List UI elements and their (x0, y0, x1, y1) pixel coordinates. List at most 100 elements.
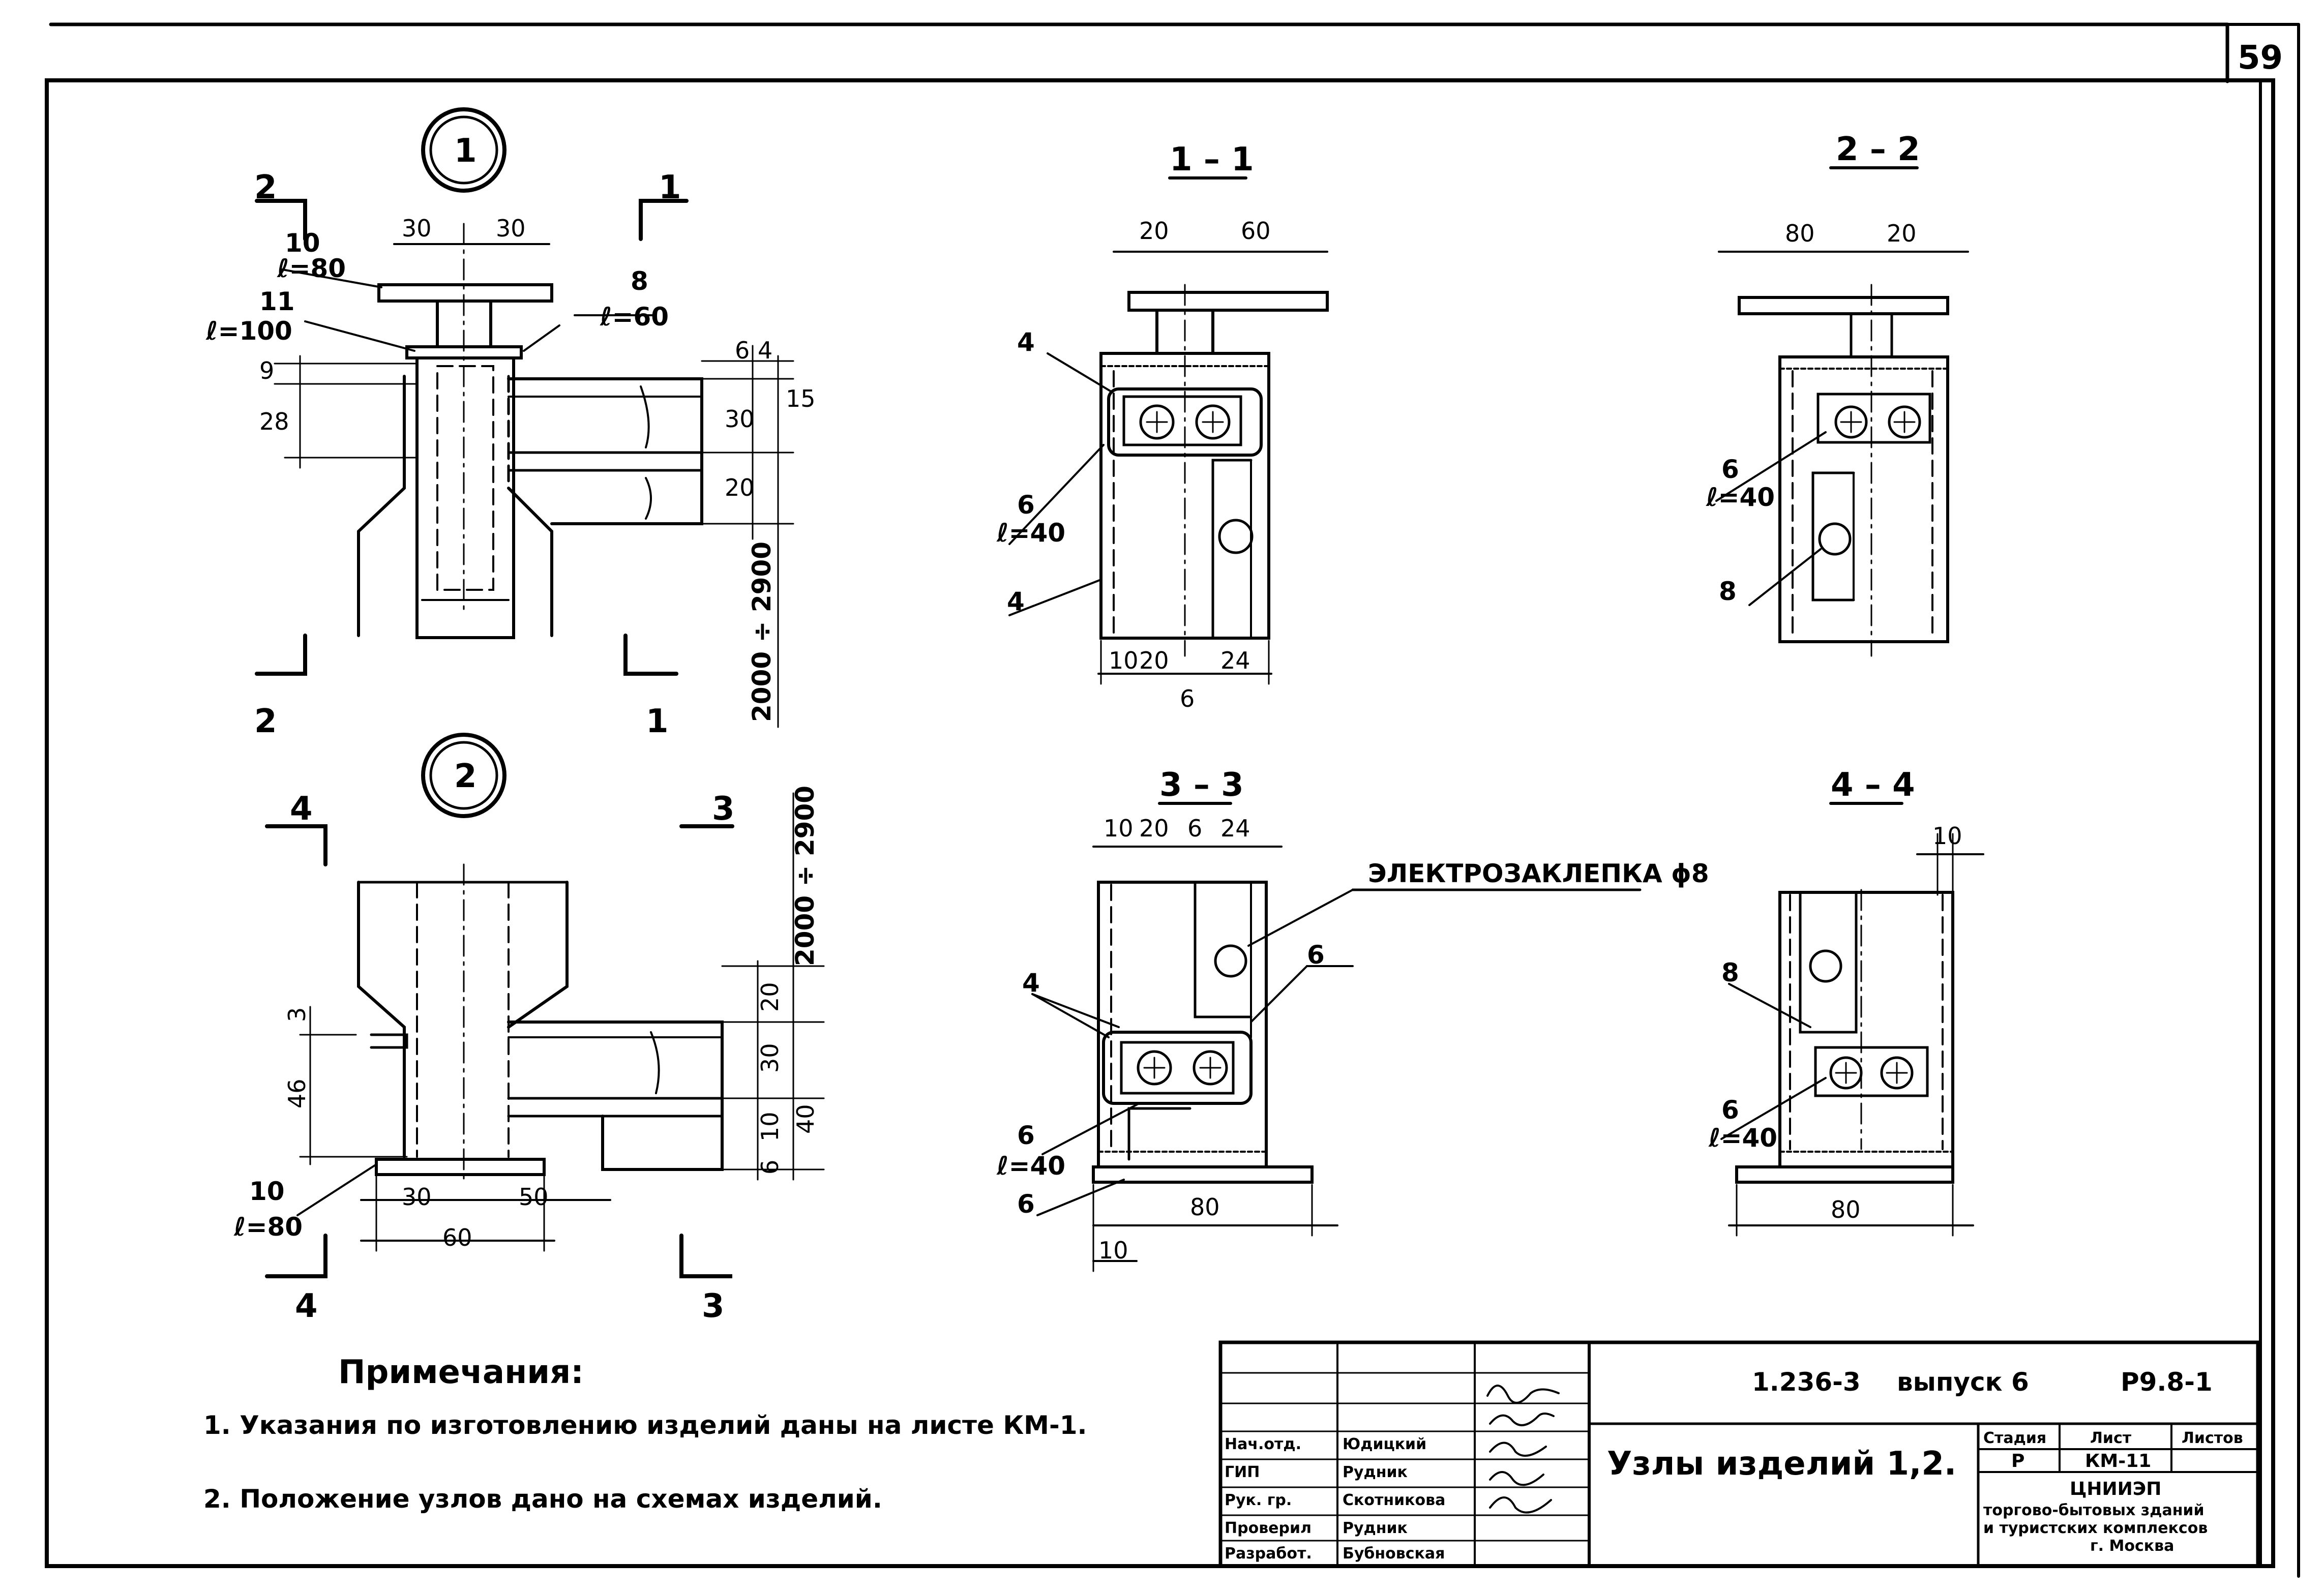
node-1-dim-15: 15 (786, 385, 816, 412)
tb-role-3: Проверил (1225, 1519, 1312, 1537)
section-1-1-dim-20: 20 (1139, 217, 1169, 245)
tb-drawing-title: Узлы изделий 1,2. (1607, 1445, 1956, 1483)
section-2-2-part6-l: ℓ=40 (1706, 483, 1775, 512)
node-1-labels: 1 2 1 2 1 30 30 10 ℓ=80 11 ℓ=100 8 ℓ=60 … (205, 132, 816, 740)
node-2-mark: 2 (454, 758, 477, 795)
section-3-3-part4: 4 (1022, 968, 1040, 998)
tb-name-2: Скотникова (1343, 1491, 1445, 1509)
section-2-2-labels: 2 – 2 80 20 6 ℓ=40 8 (1706, 131, 1920, 606)
node-2-labels: 2 4 3 4 3 2000 ÷ 2900 20 30 10 6 40 46 3… (233, 758, 820, 1325)
section-1-1-dim-24: 24 (1220, 647, 1250, 674)
section-3-3-part6a: 6 (1307, 940, 1325, 970)
node-2-dim-3: 3 (283, 1007, 311, 1022)
title-block-text: 1.236-3 выпуск 6 Р9.8-1 Узлы изделий 1,2… (1225, 1367, 2243, 1563)
node-1-cut-right: 1 (659, 169, 681, 206)
section-4-4-part6-l: ℓ=40 (1708, 1123, 1777, 1153)
node-2-dim-46: 46 (283, 1078, 311, 1108)
tb-role-0: Нач.отд. (1225, 1435, 1301, 1453)
section-3-3 (1031, 802, 1642, 1272)
node-1-range: 2000 ÷ 2900 (747, 542, 777, 722)
node-1-dim-6: 6 (735, 337, 750, 364)
node-2-dim-30v: 30 (756, 1043, 784, 1073)
section-1-1 (1008, 176, 1329, 685)
notes-heading: Примечания: (338, 1354, 584, 1391)
section-4-4-dim-80: 80 (1831, 1196, 1861, 1223)
node-1-part8: 8 (631, 266, 648, 296)
node-2-cut-left-bottom: 4 (295, 1287, 318, 1325)
section-2-2-dim-80: 80 (1785, 220, 1815, 247)
section-3-3-weld: ЭЛЕКТРОЗАКЛЕПКА ϕ8 (1368, 859, 1709, 888)
note-2: 2. Положение узлов дано на схемах издели… (203, 1484, 882, 1514)
tb-code: Р9.8-1 (2121, 1367, 2213, 1397)
section-2-2-title: 2 – 2 (1836, 131, 1920, 168)
node-1-cut-right-bottom: 1 (646, 703, 669, 740)
node-1-dim-28: 28 (259, 408, 289, 435)
node-1-dim-4: 4 (758, 337, 772, 364)
section-2-2-part6: 6 (1721, 455, 1739, 484)
node-2-part10: 10 (249, 1177, 285, 1206)
section-2-2-part8: 8 (1719, 577, 1737, 606)
note-1: 1. Указания по изготовлению изделий даны… (203, 1410, 1087, 1440)
section-1-1-labels: 1 – 1 20 60 4 6 ℓ=40 4 10 20 24 6 (996, 141, 1271, 712)
tb-org-1: ЦНИИЭП (2070, 1479, 2161, 1499)
section-3-3-labels: 3 – 3 10 20 6 24 ЭЛЕКТРОЗАКЛЕПКА ϕ8 6 4 … (996, 766, 1709, 1264)
node-1-dim-30a: 30 (402, 215, 432, 242)
node-1-part11-l: ℓ=100 (205, 316, 292, 346)
section-3-3-dim-80: 80 (1190, 1193, 1220, 1221)
node-2-dim-50: 50 (519, 1183, 549, 1211)
section-1-1-part6: 6 (1017, 490, 1035, 520)
tb-doc: 1.236-3 (1752, 1367, 1861, 1397)
tb-name-3: Рудник (1343, 1519, 1408, 1537)
node-1-dim-30v: 30 (725, 405, 755, 433)
section-4-4-dim-10: 10 (1932, 822, 1962, 850)
section-4-4-part8: 8 (1721, 958, 1739, 987)
node-1-cut-left-bottom: 2 (254, 703, 277, 740)
tb-name-4: Бубновская (1343, 1545, 1445, 1563)
section-3-3-part6b-l: ℓ=40 (996, 1151, 1065, 1181)
section-3-3-part6c: 6 (1017, 1189, 1035, 1219)
section-1-1-dim-6: 6 (1180, 685, 1195, 712)
tb-sheet: КМ-11 (2085, 1451, 2151, 1472)
section-4-4 (1720, 802, 1984, 1237)
node-1-dim-9: 9 (259, 357, 274, 384)
node-1 (255, 107, 794, 728)
node-1-part8-l: ℓ=60 (600, 302, 669, 332)
node-2-part10-l: ℓ=80 (233, 1212, 303, 1242)
node-2-dim-6v: 6 (756, 1160, 784, 1175)
tb-sheets-label: Листов (2182, 1429, 2243, 1447)
section-2-2 (1715, 166, 1969, 657)
tb-sheet-label: Лист (2090, 1429, 2132, 1447)
node-1-mark: 1 (454, 132, 477, 170)
tb-name-0: Юдицкий (1343, 1435, 1426, 1453)
section-2-2-dim-20: 20 (1887, 220, 1917, 247)
section-4-4-labels: 4 – 4 10 8 6 ℓ=40 80 (1708, 766, 1962, 1223)
section-3-3-dim-24: 24 (1220, 815, 1250, 842)
section-3-3-part6b: 6 (1017, 1121, 1035, 1150)
signatures (1486, 1385, 1560, 1514)
node-1-dim-30b: 30 (496, 215, 526, 242)
tb-name-1: Рудник (1343, 1463, 1408, 1481)
tb-stage-label: Стадия (1983, 1429, 2046, 1447)
section-1-1-dim-20b: 20 (1139, 647, 1169, 674)
tb-role-2: Рук. гр. (1225, 1491, 1292, 1509)
node-2-dim-60: 60 (442, 1224, 472, 1251)
section-3-3-dim-20: 20 (1139, 815, 1169, 842)
section-1-1-part4b: 4 (1007, 587, 1025, 616)
sheet-number: 59 (2238, 39, 2283, 77)
node-1-part11: 11 (259, 287, 295, 316)
section-4-4-title: 4 – 4 (1831, 766, 1915, 804)
section-3-3-dim-10b: 10 (1098, 1237, 1128, 1264)
section-1-1-part6-l: ℓ=40 (996, 518, 1065, 548)
tb-org-4: г. Москва (2090, 1537, 2174, 1555)
node-2-cut-right: 3 (712, 790, 735, 828)
section-1-1-dim-60: 60 (1241, 217, 1271, 245)
node-2-dim-10v: 10 (756, 1112, 784, 1142)
node-2-cut-left: 4 (290, 790, 313, 828)
notes: Примечания: 1. Указания по изготовлению … (203, 1354, 1087, 1514)
tb-role-4: Разработ. (1225, 1545, 1312, 1563)
section-3-3-dim-6: 6 (1187, 815, 1202, 842)
section-1-1-title: 1 – 1 (1170, 141, 1254, 178)
section-3-3-dim-10: 10 (1104, 815, 1134, 842)
node-1-part10-l: ℓ=80 (277, 254, 346, 283)
section-1-1-part4a: 4 (1017, 327, 1035, 357)
